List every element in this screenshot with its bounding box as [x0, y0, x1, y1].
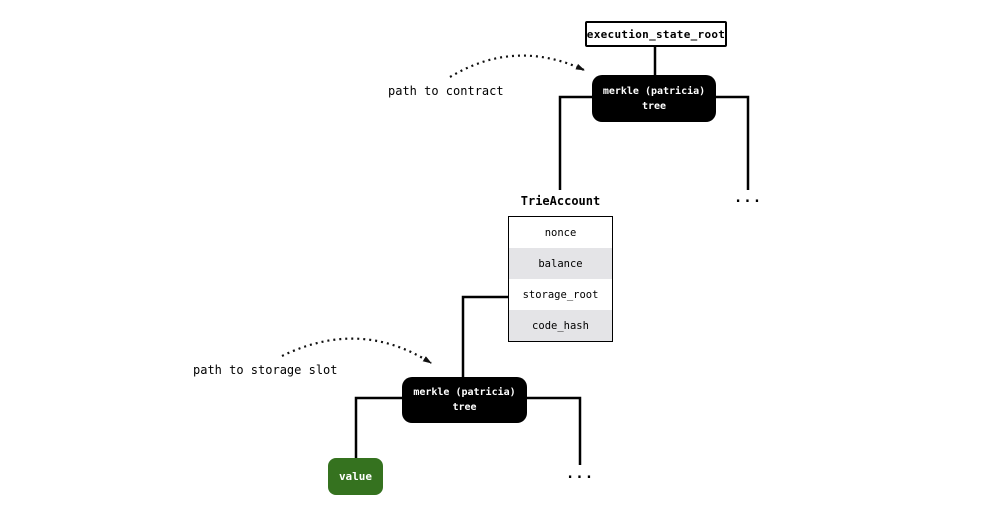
path-to-contract-label: path to contract [388, 84, 504, 98]
dotted-arrow-path-to-contract [449, 54, 585, 78]
value-leaf-box: value [328, 458, 383, 495]
table-row-balance: balance [509, 248, 612, 279]
connector-merkle-to-ellipsis-bottom [527, 396, 582, 465]
merkle-tree-node-bottom: merkle (patricia) tree [402, 377, 527, 423]
table-row-storage-root: storage_root [522, 288, 599, 301]
trie-account-table: nonce balance storage_root code_hash [508, 216, 613, 342]
connector-merkle-to-trieaccount [558, 95, 592, 190]
dotted-arrow-path-to-storage-slot [281, 337, 432, 364]
table-row-nonce: nonce [544, 226, 577, 239]
merkle-tree-node-bottom-label: merkle (patricia) tree [413, 387, 516, 413]
ellipsis-bottom: ... [565, 466, 595, 482]
merkle-tree-node-top: merkle (patricia) tree [592, 75, 716, 122]
trie-account-title: TrieAccount [520, 194, 601, 208]
connector-merkle-to-value [354, 396, 402, 458]
path-to-storage-slot-label: path to storage slot [193, 363, 338, 377]
value-leaf-label: value [338, 470, 373, 483]
ellipsis-top: ... [733, 190, 763, 206]
execution-state-root-label: execution_state_root [586, 27, 726, 41]
execution-state-root-box: execution_state_root [585, 21, 727, 47]
merkle-tree-node-top-label: merkle (patricia) tree [602, 85, 706, 112]
table-row-code-hash: code_hash [509, 310, 612, 341]
connector-merkle-to-ellipsis-top [716, 95, 750, 190]
